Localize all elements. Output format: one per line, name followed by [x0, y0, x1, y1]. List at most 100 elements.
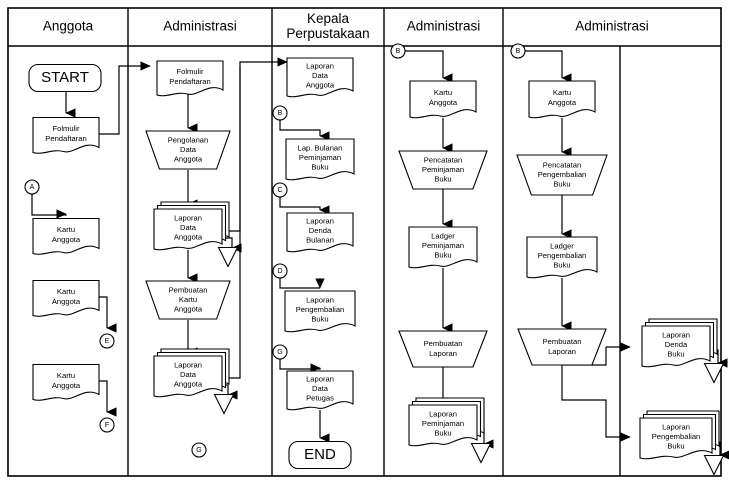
document-front	[286, 370, 354, 411]
document-label-c3-laporan-peng-line: Buku	[311, 315, 328, 324]
document-label-c1-kartu-3-line: Anggota	[52, 381, 81, 390]
column-header-col2: Administrasi	[163, 19, 237, 34]
document-c1-formulir	[32, 116, 100, 154]
process-label-c2-pembuatan-kartu-line: Kartu	[179, 295, 197, 304]
flow-g-to-petugas	[279, 359, 321, 373]
document-label-c4-ladger-line: Peminjaman	[422, 241, 464, 250]
flow-laporan1-to-col3	[222, 57, 288, 232]
document-c2-formulir	[156, 60, 224, 97]
process-label-c4-pencatatan-line: Pencatatan	[424, 155, 462, 164]
document-label-c3-laporan-peng-line: Laporan	[306, 295, 334, 304]
connector-label-conn-f: F	[105, 422, 109, 429]
flow-b5-to-kartu	[525, 50, 572, 83]
terminator-label-end: END	[304, 446, 336, 463]
document-label-c1-kartu-1-line: Kartu	[57, 225, 75, 234]
document-label-c1-formulir-line: Folmulir	[52, 124, 79, 133]
terminator-label-start: START	[41, 69, 89, 86]
document-label-c2-laporan-1-line: Laporan	[174, 213, 202, 222]
document-front	[408, 226, 478, 269]
archive-arch-c4	[470, 442, 492, 464]
document-c3-lap-bulanan	[285, 138, 355, 181]
connector-conn-g-col2	[191, 442, 207, 458]
shapes-layer	[24, 43, 725, 476]
archive-arch-c2-2	[213, 393, 235, 415]
connector-label-conn-e: E	[105, 338, 110, 345]
diagram-border	[7, 7, 722, 477]
document-front	[284, 290, 356, 333]
document-front	[285, 138, 355, 181]
connector-conn-b-col3	[272, 105, 288, 121]
process-c5-pencatatan	[516, 154, 608, 196]
column-header-label: Administrasi	[407, 19, 481, 34]
process-label-c5-pencatatan-line: Pengembalian	[538, 170, 587, 179]
archive-arch-c2-1	[217, 246, 239, 268]
document-c5-ladger	[526, 236, 598, 279]
frame-layer	[7, 7, 722, 477]
document-label-c1-kartu-1-line: Anggota	[52, 235, 81, 244]
document-label-c3-laporan-petugas-line: Petugas	[306, 394, 334, 403]
document-label-c4-ladger-line: Buku	[434, 251, 451, 260]
document-front	[153, 208, 223, 251]
flow-kartu3-to-f	[99, 380, 117, 417]
process-c5-pembuatan	[517, 328, 607, 366]
document-label-c5-laporan-peng-line: Laporan	[662, 422, 690, 431]
document-front	[32, 279, 100, 317]
process-label-c2-pembuatan-kartu-line: Anggota	[174, 305, 203, 314]
document-front	[286, 212, 354, 253]
column-header-label: Administrasi	[575, 19, 649, 34]
document-label-c2-laporan-2-line: Anggota	[174, 380, 203, 389]
document-c1-kartu-3	[32, 363, 100, 401]
document-label-c3-lap-bulanan-line: Lap. Bulanan	[298, 143, 343, 152]
document-front	[639, 417, 713, 460]
document-c1-kartu-2	[32, 279, 100, 317]
document-label-c1-kartu-2-line: Anggota	[52, 297, 81, 306]
document-label-c5-laporan-denda-line: Laporan	[662, 330, 690, 339]
document-label-c4-kartu-line: Kartu	[434, 88, 452, 97]
terminator-start	[28, 63, 102, 93]
document-label-c3-laporan-peng-line: Pengembalian	[296, 305, 345, 314]
column-header-label: Perpustakaan	[286, 26, 369, 41]
connector-label-conn-g-col3: G	[277, 349, 282, 356]
document-label-c2-laporan-2-line: Laporan	[174, 360, 202, 369]
document-front	[641, 325, 711, 368]
document-c4-kartu	[409, 80, 477, 119]
document-c3-laporan-denda	[286, 212, 354, 253]
process-label-c5-pembuatan-line: Laporan	[548, 347, 576, 356]
document-label-c3-laporan-denda-line: Denda	[309, 226, 332, 235]
document-label-c5-laporan-denda-line: Denda	[665, 340, 688, 349]
process-c4-pencatatan	[398, 150, 488, 190]
column-header-col1: Anggota	[43, 19, 94, 34]
document-front	[32, 217, 100, 255]
column-header-label: Administrasi	[163, 19, 237, 34]
column-header-col4: Administrasi	[407, 19, 481, 34]
connector-label-conn-d-col3: D	[277, 268, 282, 275]
connector-label-conn-g-col2: G	[196, 447, 201, 454]
document-label-c2-formulir-line: Pendaftaran	[169, 77, 210, 86]
document-front	[528, 80, 596, 119]
document-label-c3-laporan-data-line: Data	[312, 71, 329, 80]
process-label-c4-pencatatan-line: Peminjaman	[422, 165, 464, 174]
process-label-c2-pengolahan-line: Data	[180, 145, 197, 154]
document-front	[156, 60, 224, 97]
process-c2-pengolahan	[145, 130, 231, 170]
terminator-end	[288, 440, 352, 470]
document-label-c5-ladger-line: Pengembalian	[538, 251, 587, 260]
document-label-c3-laporan-denda-line: Laporan	[306, 216, 334, 225]
